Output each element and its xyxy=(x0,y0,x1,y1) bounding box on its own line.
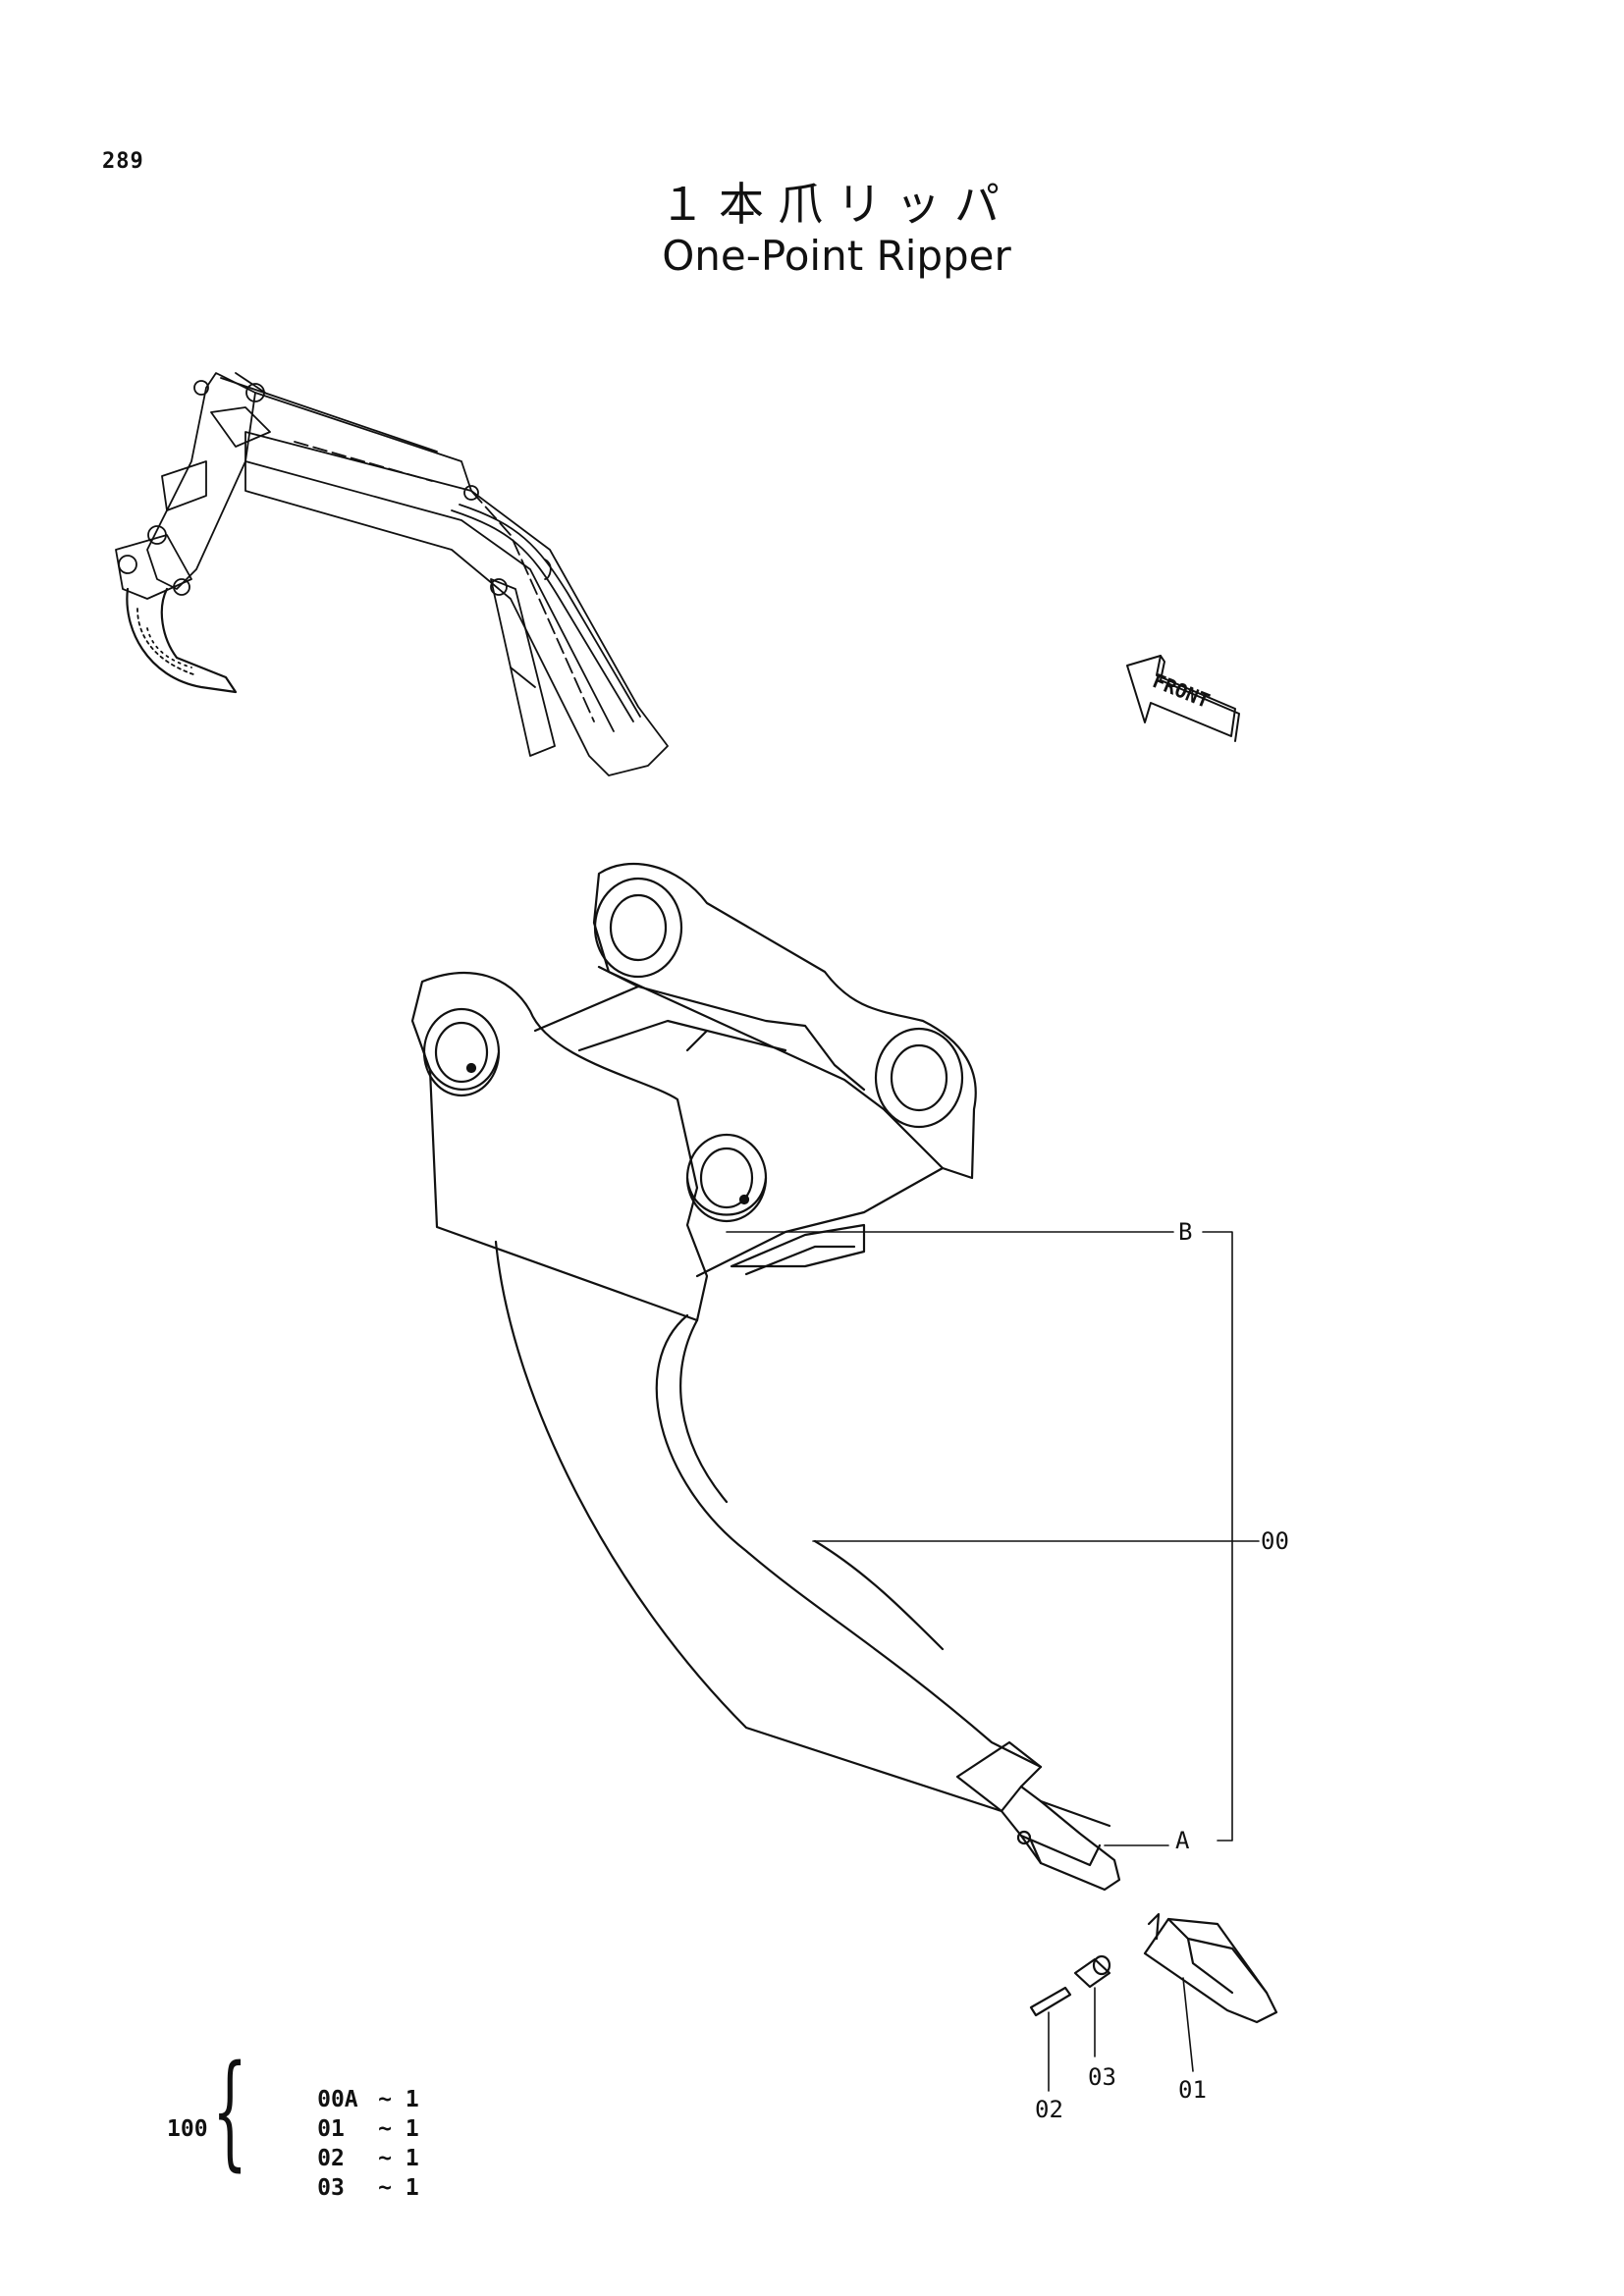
overview-excavator-drawing xyxy=(115,372,669,776)
front-direction-arrow xyxy=(1126,655,1240,742)
callout-00-label: 00 xyxy=(1261,1527,1289,1555)
assembly-item-row: 00A~ 1 xyxy=(317,2087,419,2112)
ripper-assembly-drawing xyxy=(410,862,1121,1892)
callout-03-label: 03 xyxy=(1088,2063,1116,2091)
lock-part-03 xyxy=(1073,1954,1111,1989)
brace-icon: { xyxy=(212,2039,248,2183)
callout-a-label: A xyxy=(1175,1827,1190,1854)
assembly-number: 100 xyxy=(167,2116,208,2142)
page-number: 289 xyxy=(102,149,144,174)
assembly-item-row: 02~ 1 xyxy=(317,2146,419,2171)
page-title-english: One-Point Ripper xyxy=(662,232,1011,280)
pin-boss xyxy=(422,877,964,1223)
pin-part-02 xyxy=(1029,1986,1072,2017)
assembly-item-row: 01~ 1 xyxy=(317,2116,419,2142)
callout-lines xyxy=(726,1231,1260,2092)
tooth-part-01 xyxy=(1143,1912,1278,2024)
callout-01-label: 01 xyxy=(1178,2076,1207,2104)
callout-02-label: 02 xyxy=(1035,2096,1063,2123)
callout-b-label: B xyxy=(1178,1218,1192,1246)
assembly-item-row: 03~ 1 xyxy=(317,2175,419,2201)
page-title-japanese: １本爪リッパ xyxy=(660,178,1013,231)
